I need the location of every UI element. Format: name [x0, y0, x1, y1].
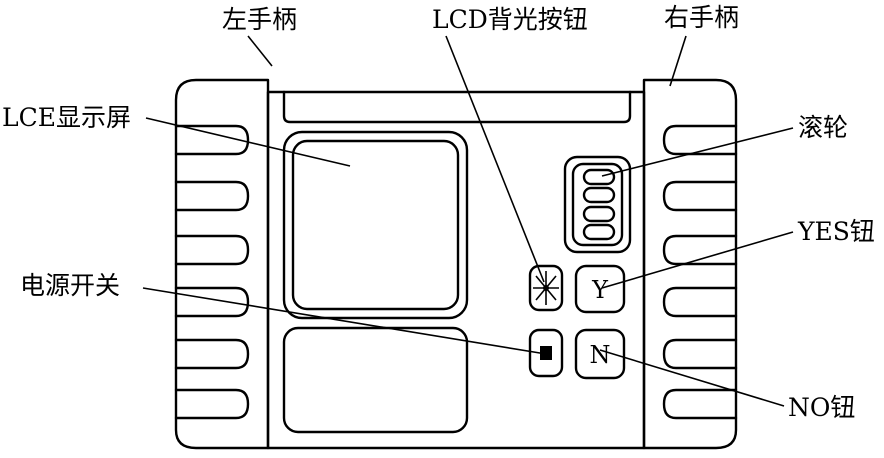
sun-icon — [533, 271, 559, 305]
yes-button-glyph: Y — [591, 276, 609, 304]
device-body — [266, 90, 646, 450]
lower-panel — [282, 326, 469, 434]
right-handle-grips — [662, 124, 738, 420]
leader-lines — [142, 35, 794, 407]
left-handle — [174, 78, 270, 450]
scroll-wheel-ridges — [582, 168, 616, 241]
yes-button — [574, 264, 626, 314]
backlight-button — [528, 264, 564, 312]
label-left-handle: 左手柄 — [222, 5, 298, 34]
label-lcd-backlight-button: LCD背光按钮 — [432, 5, 588, 34]
no-button — [574, 328, 626, 380]
left-handle-grips — [174, 124, 250, 420]
lcd-display-inner — [291, 139, 460, 311]
no-button-glyph: N — [590, 341, 611, 369]
label-right-handle: 右手柄 — [664, 3, 740, 32]
label-power-switch: 电源开关 — [20, 271, 121, 300]
power-switch — [528, 328, 564, 378]
power-switch-square — [540, 346, 552, 360]
scroll-wheel-housing-outer — [563, 155, 632, 254]
scroll-wheel-housing-inner — [571, 162, 624, 247]
lcd-display-outer — [282, 130, 469, 320]
label-yes-button: YES钮 — [798, 217, 875, 246]
top-slot — [282, 90, 632, 124]
right-handle — [642, 78, 738, 450]
label-no-button: NO钮 — [788, 393, 856, 422]
label-scroll-wheel: 滚轮 — [798, 113, 849, 142]
label-lcd-display: LCE显示屏 — [2, 103, 131, 132]
